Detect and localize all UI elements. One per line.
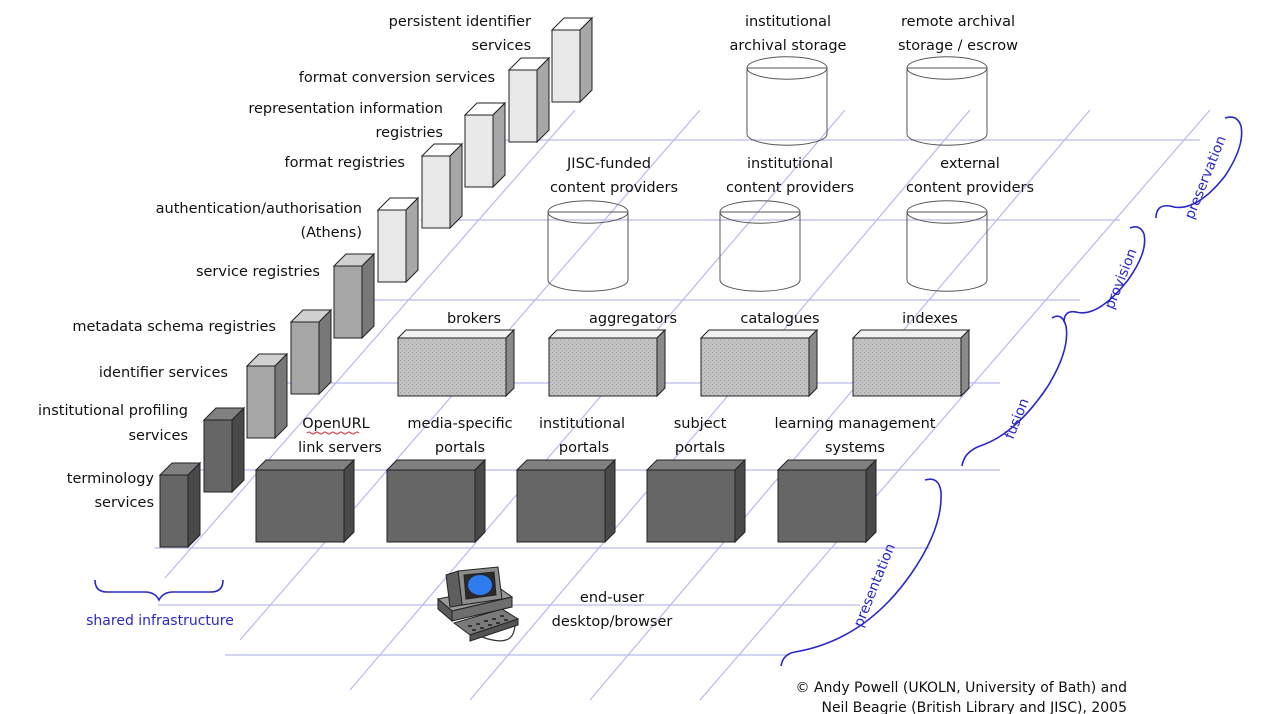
service-label-service-registries: service registries — [196, 264, 320, 280]
provision-label-jisc-2: content providers — [550, 180, 678, 196]
infrastructure-block-9 — [507, 56, 551, 144]
credit-line-1: © Andy Powell (UKOLN, University of Bath… — [796, 680, 1127, 696]
service-label-persistent-identifier: persistent identifier — [389, 14, 531, 30]
shared-infrastructure-brace — [94, 579, 224, 602]
preservation-label-institutional: institutional — [745, 14, 831, 30]
shared-infrastructure-blocks — [158, 16, 594, 549]
presentation-box-learning — [776, 458, 878, 544]
presentation-layer-label: presentation — [851, 541, 899, 629]
provision-layer-label: provision — [1102, 246, 1141, 311]
provision-cylinder-external — [906, 200, 988, 292]
provision-label-external: external — [940, 156, 1000, 172]
preservation-label-remote: remote archival — [901, 14, 1015, 30]
infrastructure-block-7 — [420, 142, 464, 230]
service-label-terminology: terminology — [67, 471, 155, 487]
provision-label-external-2: content providers — [906, 180, 1034, 196]
presentation-label-subject: subject — [674, 416, 727, 432]
presentation-label-openurl-2: link servers — [298, 440, 382, 456]
fusion-labels: brokers aggregators catalogues indexes — [447, 311, 958, 327]
fusion-label-aggregators: aggregators — [589, 311, 677, 327]
service-label-representation-info-2: registries — [375, 125, 443, 141]
presentation-box-subject — [645, 458, 747, 544]
storage-cylinders — [547, 56, 988, 292]
fusion-label-brokers: brokers — [447, 311, 501, 327]
service-label-format-conversion: format conversion services — [299, 70, 495, 86]
service-label-institutional-profiling: institutional profiling — [38, 403, 188, 419]
fusion-boxes — [396, 328, 971, 398]
provision-cylinder-jisc — [547, 200, 629, 292]
presentation-label-institutional: institutional — [539, 416, 625, 432]
preservation-cylinder-institutional — [746, 56, 828, 146]
presentation-label-learning-2: systems — [825, 440, 885, 456]
infrastructure-block-3 — [245, 352, 289, 440]
infrastructure-block-10 — [550, 16, 594, 104]
fusion-box-aggregators — [547, 328, 667, 398]
fusion-label-indexes: indexes — [902, 311, 958, 327]
service-label-metadata-schema: metadata schema registries — [72, 319, 276, 335]
service-label-institutional-profiling-2: services — [129, 428, 189, 444]
fusion-box-catalogues — [699, 328, 819, 398]
infrastructure-block-2 — [202, 406, 246, 494]
preservation-label-institutional-2: archival storage — [730, 38, 847, 54]
service-label-representation-info: representation information — [248, 101, 443, 117]
infrastructure-block-5 — [332, 252, 376, 340]
storage-labels: institutional archival storage remote ar… — [550, 14, 1034, 196]
end-user-label-1: end-user — [580, 590, 644, 606]
end-user-label-2: desktop/browser — [552, 614, 673, 630]
infrastructure-block-4 — [289, 308, 333, 396]
service-label-format-registries: format registries — [285, 155, 406, 171]
preservation-brace — [1155, 116, 1243, 219]
infrastructure-block-1 — [158, 461, 202, 549]
presentation-boxes — [254, 458, 878, 544]
presentation-label-subject-2: portals — [675, 440, 725, 456]
provision-label-jisc: JISC-funded — [566, 156, 651, 172]
presentation-label-institutional-2: portals — [559, 440, 609, 456]
spellcheck-underline — [306, 431, 360, 435]
preservation-layer-label: preservation — [1182, 134, 1230, 222]
preservation-cylinder-remote — [906, 56, 988, 146]
presentation-box-openurl — [254, 458, 356, 544]
provision-brace — [1063, 226, 1146, 323]
provision-cylinder-institutional — [719, 200, 801, 292]
service-label-authentication-2: (Athens) — [300, 225, 362, 241]
fusion-box-brokers — [396, 328, 516, 398]
credit-line-2: Neil Beagrie (British Library and JISC),… — [821, 700, 1127, 714]
presentation-label-media-2: portals — [435, 440, 485, 456]
service-label-terminology-2: services — [95, 495, 155, 511]
shared-infrastructure-labels: terminology services institutional profi… — [38, 14, 531, 511]
perspective-grid — [155, 109, 1211, 701]
fusion-box-indexes — [851, 328, 971, 398]
presentation-box-institutional — [515, 458, 617, 544]
presentation-brace — [780, 478, 942, 667]
fusion-label-catalogues: catalogues — [740, 311, 819, 327]
infrastructure-block-8 — [463, 101, 507, 189]
presentation-label-media: media-specific — [407, 416, 512, 432]
preservation-label-remote-2: storage / escrow — [898, 38, 1018, 54]
computer-icon — [436, 566, 520, 642]
presentation-box-media — [385, 458, 487, 544]
service-label-authentication: authentication/authorisation — [156, 201, 362, 217]
fusion-brace — [961, 315, 1068, 467]
service-label-identifier: identifier services — [99, 365, 228, 381]
presentation-label-openurl: OpenURL — [302, 416, 370, 432]
presentation-label-learning: learning management — [775, 416, 936, 432]
end-user-label: end-user desktop/browser — [552, 590, 673, 630]
shared-infrastructure-label: shared infrastructure — [86, 613, 234, 629]
layer-braces — [94, 116, 1243, 667]
fusion-layer-label: fusion — [1002, 396, 1033, 441]
service-label-persistent-identifier-2: services — [472, 38, 532, 54]
provision-label-institutional-2: content providers — [726, 180, 854, 196]
presentation-labels: OpenURL link servers media-specific port… — [298, 416, 936, 456]
provision-label-institutional: institutional — [747, 156, 833, 172]
infrastructure-block-6 — [376, 196, 420, 284]
